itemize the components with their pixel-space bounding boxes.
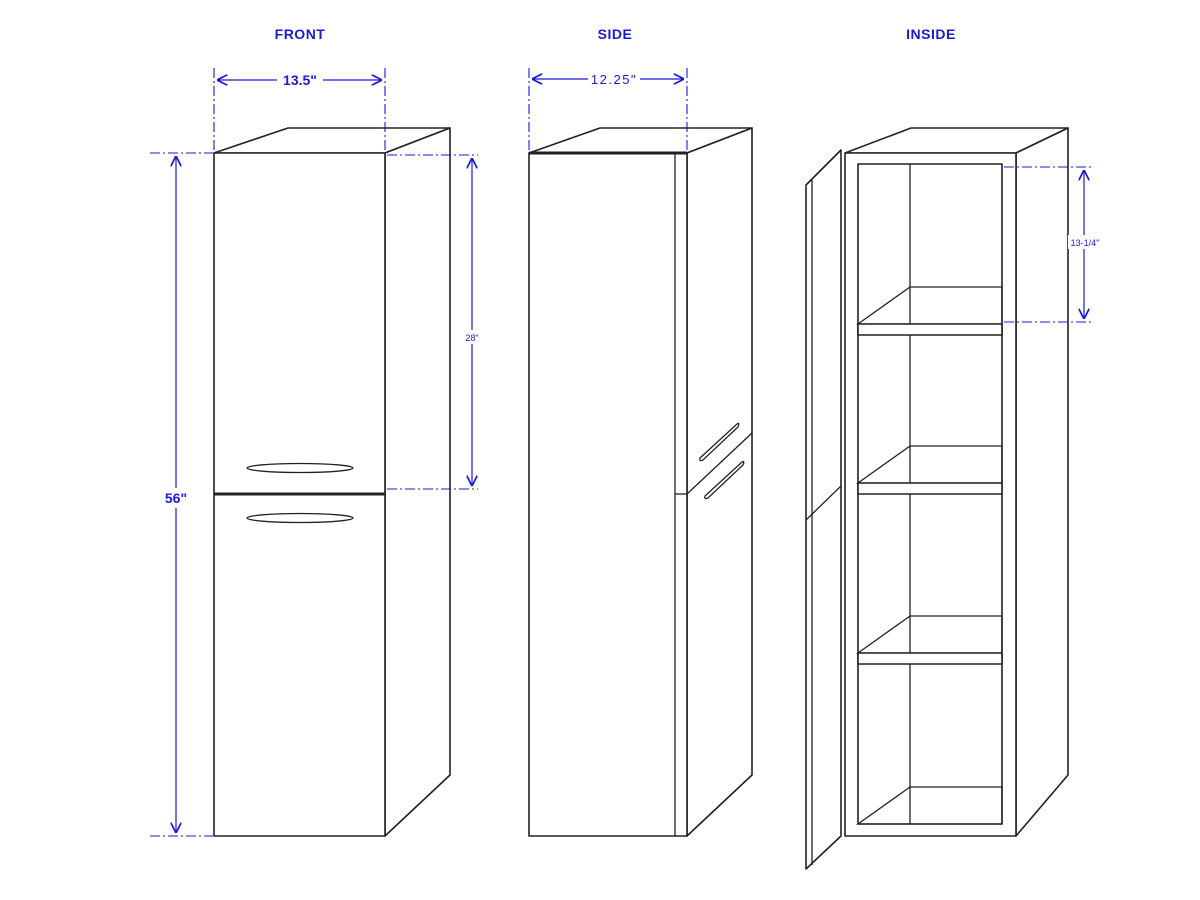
side-view-title: SIDE <box>598 26 633 42</box>
front-cabinet-side <box>384 127 451 837</box>
inside-open-door <box>805 149 842 870</box>
inside-bottom-panel <box>855 786 1003 825</box>
inside-door-split <box>805 485 842 521</box>
inside-view: 13-1/4" <box>805 127 1102 870</box>
front-lower-handle <box>246 512 354 524</box>
side-depth-label: 12.25" <box>591 72 637 87</box>
front-upper-door-label: 28" <box>465 333 478 343</box>
front-width-label: 13.5" <box>283 72 317 88</box>
front-height-label-bg <box>162 488 192 508</box>
side-depth-label-bg <box>588 70 640 88</box>
inside-cabinet-side <box>1015 127 1069 837</box>
inside-shelf-2 <box>855 445 1003 495</box>
inside-shelf-label: 13-1/4" <box>1071 238 1100 248</box>
side-lower-handle <box>704 460 745 500</box>
inside-shelf-3 <box>855 615 1003 665</box>
front-upper-handle <box>246 462 354 474</box>
side-upper-handle <box>699 422 740 462</box>
front-view-title: FRONT <box>275 26 326 42</box>
front-width-label-bg <box>277 70 323 90</box>
front-upper-label-bg <box>463 330 481 344</box>
inside-view-title: INSIDE <box>906 26 956 42</box>
side-door-split-angled <box>686 432 753 495</box>
front-height-label: 56" <box>165 490 187 506</box>
front-view: 13.5" 56" 28" <box>150 68 481 837</box>
side-view: 12.25" <box>528 68 753 837</box>
side-cabinet-face <box>528 152 688 837</box>
inside-shelf-label-bg <box>1068 235 1102 249</box>
inside-shelf-1 <box>855 286 1003 336</box>
